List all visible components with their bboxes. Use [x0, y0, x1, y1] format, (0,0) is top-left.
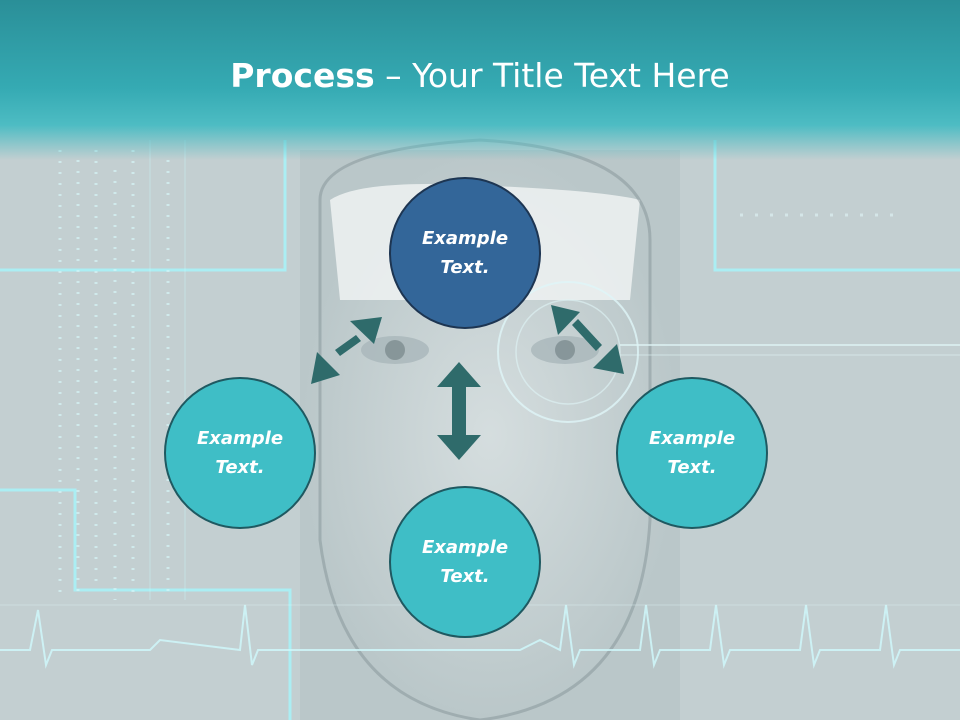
- title-bold-text: Process: [230, 56, 375, 95]
- node-label: Example Text.: [648, 428, 736, 478]
- node-label: Example Text.: [196, 428, 284, 478]
- process-node-left[interactable]: Example Text.: [164, 377, 316, 529]
- arrow-top-left[interactable]: [311, 317, 382, 384]
- process-node-right[interactable]: Example Text.: [616, 377, 768, 529]
- arrow-top-bottom[interactable]: [437, 362, 481, 460]
- node-label: Example Text.: [421, 228, 509, 278]
- slide-title[interactable]: Process – Your Title Text Here: [0, 52, 960, 100]
- process-node-top[interactable]: Example Text.: [389, 177, 541, 329]
- arrow-top-right[interactable]: [551, 305, 624, 374]
- title-rest-text: – Your Title Text Here: [374, 56, 730, 95]
- node-label: Example Text.: [421, 537, 509, 587]
- title-band: [0, 0, 960, 160]
- process-node-bottom[interactable]: Example Text.: [389, 486, 541, 638]
